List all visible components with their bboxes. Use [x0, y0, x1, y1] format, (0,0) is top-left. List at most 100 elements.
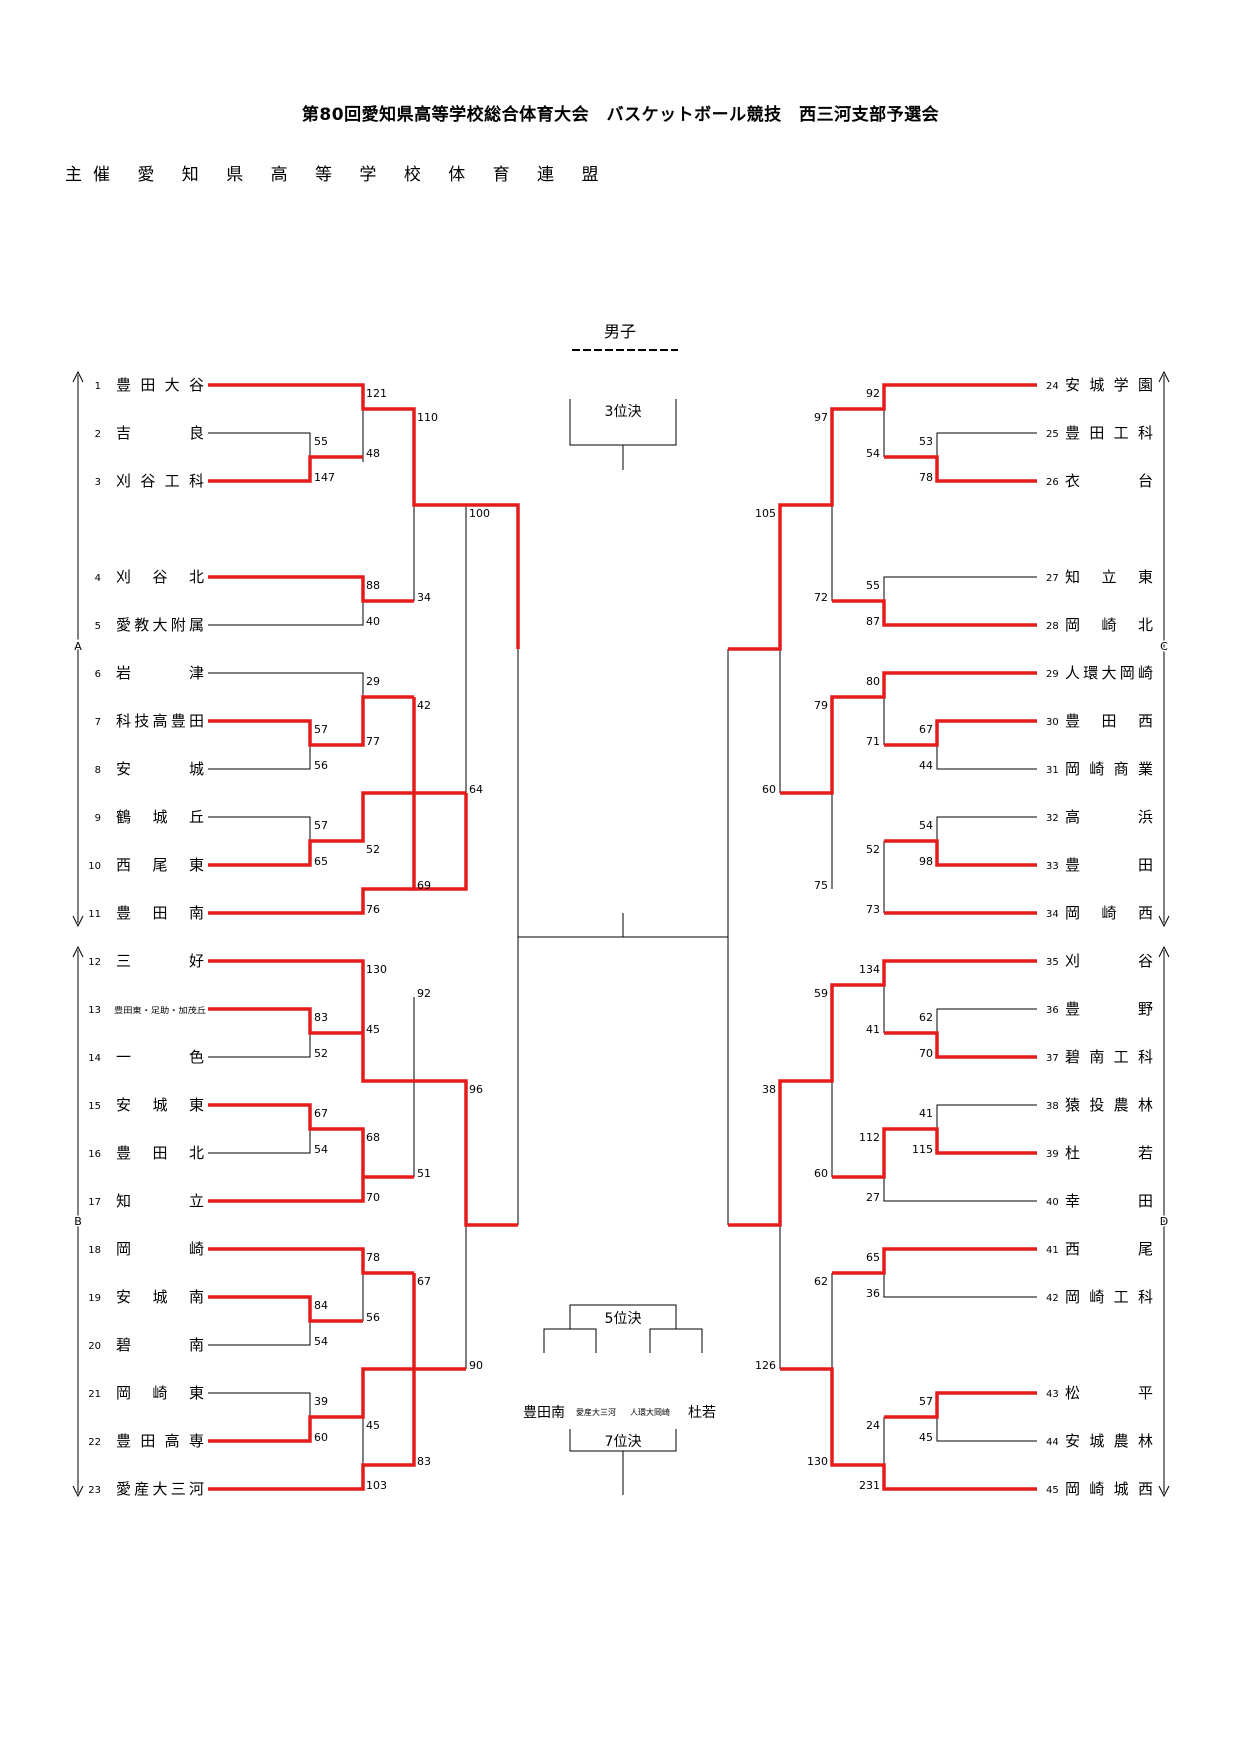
fifth-place-label: 5位決	[605, 1311, 642, 1327]
score-label: 78	[366, 1251, 380, 1264]
svg-text:21: 21	[88, 1389, 101, 1400]
score-label: 83	[417, 1455, 431, 1468]
svg-text:高 浜: 高 浜	[1065, 808, 1153, 826]
score-label: 52	[866, 843, 880, 856]
third-place-label: 3位決	[605, 404, 642, 420]
score-label: 34	[417, 591, 431, 604]
score-label: 38	[762, 1083, 776, 1096]
score-label: 52	[366, 843, 380, 856]
score-label: 67	[314, 1107, 328, 1120]
svg-text:19: 19	[88, 1293, 101, 1304]
block-arrows	[72, 370, 1170, 1498]
score-label: 90	[469, 1359, 483, 1372]
score-label: 52	[314, 1047, 328, 1060]
svg-text:13: 13	[88, 1005, 101, 1016]
score-label: 75	[814, 879, 828, 892]
svg-text:知 立 東: 知 立 東	[1065, 568, 1153, 586]
svg-text:41: 41	[1046, 1245, 1059, 1256]
score-label: 88	[366, 579, 380, 592]
svg-text:23: 23	[88, 1485, 101, 1496]
score-label: 76	[366, 903, 380, 916]
svg-text:愛教大附属: 愛教大附属	[116, 616, 204, 634]
score-label: 84	[314, 1299, 328, 1312]
score-label: 130	[807, 1455, 828, 1468]
score-label: 67	[919, 723, 933, 736]
score-label: 121	[366, 387, 387, 400]
score-label: 57	[919, 1395, 933, 1408]
svg-text:岡 崎 北: 岡 崎 北	[1065, 616, 1153, 634]
svg-text:7: 7	[95, 717, 101, 728]
svg-text:6: 6	[95, 669, 101, 680]
placement-team: 愛産大三河	[576, 1407, 616, 1417]
svg-text:刈 谷: 刈 谷	[1065, 952, 1153, 970]
score-label: 77	[366, 735, 380, 748]
score-label: 92	[866, 387, 880, 400]
score-label: 45	[366, 1023, 380, 1036]
svg-text:猿投農林: 猿投農林	[1065, 1096, 1153, 1114]
svg-text:8: 8	[95, 765, 101, 776]
svg-text:豊 野: 豊 野	[1065, 1000, 1153, 1018]
score-label: 65	[866, 1251, 880, 1264]
score-label: 87	[866, 615, 880, 628]
score-label: 92	[417, 987, 431, 1000]
score-label: 103	[366, 1479, 387, 1492]
svg-text:20: 20	[88, 1341, 101, 1352]
score-label: 79	[814, 699, 828, 712]
score-label: 112	[859, 1131, 880, 1144]
score-label: 71	[866, 735, 880, 748]
score-label: 68	[366, 1131, 380, 1144]
score-label: 96	[469, 1083, 483, 1096]
svg-text:36: 36	[1046, 1005, 1059, 1016]
svg-text:松 平: 松 平	[1065, 1384, 1153, 1402]
svg-text:吉 良: 吉 良	[116, 424, 204, 442]
svg-text:40: 40	[1046, 1197, 1059, 1208]
score-label: 53	[919, 435, 933, 448]
score-label: 51	[417, 1167, 431, 1180]
score-label: 45	[919, 1431, 933, 1444]
winner-lines	[208, 383, 1037, 1491]
svg-text:豊 田 南: 豊 田 南	[116, 904, 204, 922]
score-label: 65	[314, 855, 328, 868]
svg-text:豊田高専: 豊田高専	[116, 1432, 204, 1450]
svg-text:3: 3	[95, 477, 101, 488]
block-label-c: C	[1160, 640, 1168, 653]
svg-text:45: 45	[1046, 1485, 1059, 1496]
svg-text:杜 若: 杜 若	[1065, 1144, 1153, 1162]
svg-text:衣 台: 衣 台	[1065, 472, 1153, 490]
svg-text:幸 田: 幸 田	[1065, 1192, 1153, 1210]
score-label: 80	[866, 675, 880, 688]
score-label: 100	[469, 507, 490, 520]
svg-text:28: 28	[1046, 621, 1059, 632]
score-label: 55	[314, 435, 328, 448]
svg-text:一 色: 一 色	[116, 1048, 204, 1066]
score-label: 54	[919, 819, 933, 832]
svg-text:24: 24	[1046, 381, 1059, 392]
score-label: 36	[866, 1287, 880, 1300]
score-label: 60	[814, 1167, 828, 1180]
svg-text:12: 12	[88, 957, 101, 968]
score-label: 24	[866, 1419, 880, 1432]
score-label: 78	[919, 471, 933, 484]
svg-text:38: 38	[1046, 1101, 1059, 1112]
